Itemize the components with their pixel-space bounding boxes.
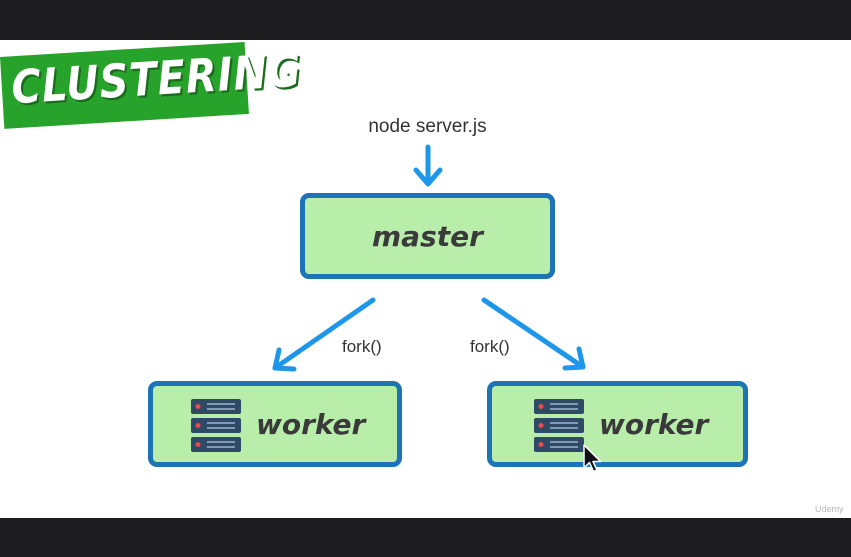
fork-label-right: fork() bbox=[470, 337, 510, 356]
master-box: master bbox=[300, 193, 555, 279]
server-stack-icon bbox=[534, 399, 584, 452]
worker-label-left: worker bbox=[256, 408, 366, 441]
master-label: master bbox=[372, 220, 483, 253]
worker-box-left: worker bbox=[148, 381, 402, 467]
command-label: node server.js bbox=[368, 116, 487, 137]
worker-box-right: worker bbox=[487, 381, 748, 467]
letterbox-bottom bbox=[0, 518, 851, 557]
arrow-command-to-master bbox=[413, 144, 443, 187]
worker-label-right: worker bbox=[599, 408, 709, 441]
arrow-master-to-worker-left bbox=[272, 297, 376, 372]
letterbox-top bbox=[0, 0, 851, 40]
watermark: Udemy bbox=[815, 504, 844, 514]
arrow-master-to-worker-right bbox=[481, 297, 586, 371]
fork-label-left: fork() bbox=[342, 337, 382, 356]
mouse-cursor-icon bbox=[583, 444, 602, 473]
server-stack-icon bbox=[191, 399, 241, 452]
